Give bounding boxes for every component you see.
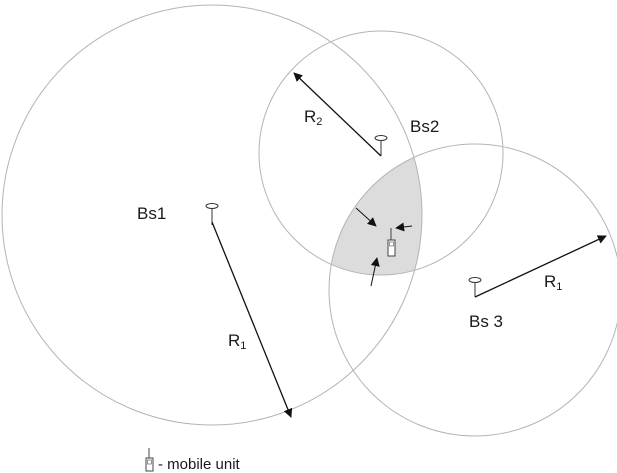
station-label-bs3: Bs 3 [469,312,503,331]
pointer-arrow-bottom [370,257,380,287]
coverage-circle-bs1 [1,4,423,426]
mobile-unit-icon [387,228,396,257]
legend: - mobile unit [145,448,241,473]
radius-arrow-bs1 [211,221,293,418]
legend-mobile-unit-icon [145,448,154,472]
station-label-bs1: Bs1 [137,204,166,223]
antenna-icon-bs2 [374,135,388,156]
antenna-icon-bs1 [205,203,219,225]
radius-label-r1-bs1: R1 [228,331,246,352]
coverage-circle-bs3 [328,143,617,437]
radius-label-r1-bs3: R1 [544,272,562,293]
antenna-icon-bs3 [468,277,482,297]
radius-label-r2: R2 [304,107,322,128]
legend-label: - mobile unit [158,456,241,473]
coverage-circle-bs2 [258,30,504,276]
radius-arrow-bs3 [474,235,607,298]
pointer-arrow-right [395,222,413,232]
station-label-bs2: Bs2 [410,117,439,136]
radius-arrow-bs2 [293,72,382,157]
pointer-arrow-left [355,207,377,227]
